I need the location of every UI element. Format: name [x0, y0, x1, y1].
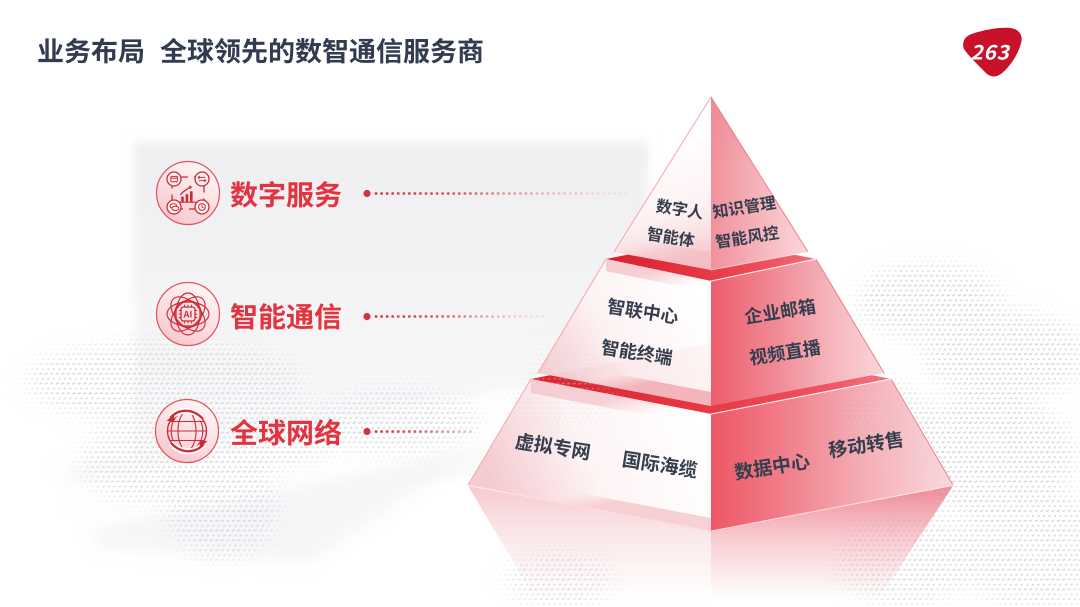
service-label-communication: 智能通信: [230, 296, 343, 336]
dotted-line-3: [363, 427, 475, 436]
service-label-digital: 数字服务: [230, 174, 343, 214]
service-label-network: 全球网络: [230, 412, 343, 452]
dotted-line-2: [363, 312, 550, 321]
digital-services-icon: [155, 160, 221, 226]
intelligent-communication-icon: AI: [155, 281, 221, 347]
page-title: 业务布局 全球领先的数智通信服务商: [37, 30, 485, 69]
dotted-line-1: [363, 189, 632, 198]
logo-263-text: 263: [968, 36, 1016, 66]
ai-chip-label: AI: [183, 307, 193, 320]
logo-263-shape: [963, 27, 1022, 77]
global-network-icon: [154, 398, 220, 464]
